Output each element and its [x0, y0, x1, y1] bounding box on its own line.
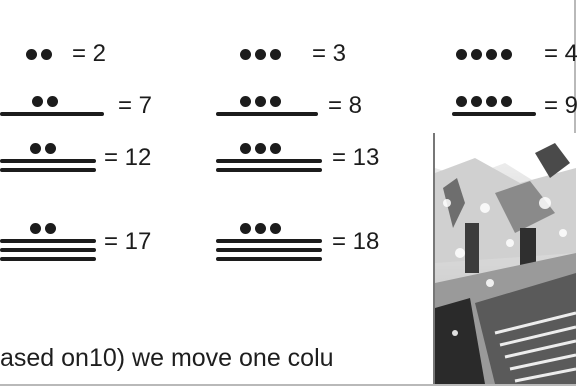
numeral-dots: [456, 96, 538, 107]
numeral-value: = 17: [104, 228, 151, 256]
numeral-glyph: [0, 96, 112, 116]
numeral-7: = 7: [0, 92, 152, 120]
numeral-value: = 8: [328, 92, 362, 120]
numeral-glyph: [0, 143, 98, 172]
numeral-value: = 7: [118, 92, 152, 120]
numeral-value: = 13: [332, 144, 379, 172]
numeral-4: = 4: [456, 40, 577, 68]
numeral-glyph: [238, 49, 306, 60]
numeral-bar: [216, 168, 322, 172]
numeral-bar: [216, 248, 322, 252]
numeral-value: = 3: [312, 40, 346, 68]
numeral-bar: [216, 257, 322, 261]
numeral-glyph: [216, 143, 326, 172]
numeral-3: = 3: [238, 40, 346, 68]
numeral-glyph: [456, 49, 538, 60]
numeral-dots: [240, 143, 326, 154]
numeral-dots: [240, 96, 322, 107]
numeral-dots: [30, 143, 98, 154]
numeral-value: = 12: [104, 144, 151, 172]
body-text: ased on10) we move one colu: [0, 344, 334, 373]
mayan-ruins-photo: [433, 133, 576, 384]
numeral-value: = 18: [332, 228, 379, 256]
numeral-glyph: [22, 49, 66, 60]
numeral-dots: [240, 223, 326, 234]
numeral-glyph: [0, 223, 98, 261]
numeral-bar: [0, 112, 104, 116]
numeral-13: = 13: [216, 143, 379, 172]
numeral-bar: [452, 112, 536, 116]
numeral-bar: [216, 112, 318, 116]
numeral-18: = 18: [216, 223, 379, 261]
numeral-value: = 2: [72, 40, 106, 68]
numeral-bar: [0, 239, 96, 243]
numeral-bar: [0, 168, 96, 172]
numeral-bar: [0, 257, 96, 261]
numeral-bar: [216, 239, 322, 243]
numeral-bar: [216, 159, 322, 163]
photo-image: [435, 133, 576, 384]
numeral-dots: [32, 96, 112, 107]
numeral-dots: [22, 49, 66, 60]
numeral-glyph: [216, 96, 322, 116]
numeral-17: = 17: [0, 223, 151, 261]
numeral-dots: [30, 223, 98, 234]
numeral-bar: [0, 159, 96, 163]
numeral-glyph: [216, 223, 326, 261]
numeral-bar: [0, 248, 96, 252]
numeral-8: = 8: [216, 92, 362, 120]
numeral-dots: [456, 49, 538, 60]
numeral-9: = 9: [452, 92, 577, 120]
numeral-dots: [238, 49, 306, 60]
numeral-12: = 12: [0, 143, 151, 172]
numeral-2: = 2: [22, 40, 106, 68]
numeral-glyph: [452, 96, 538, 116]
numeral-value: = 9: [544, 92, 577, 120]
numeral-value: = 4: [544, 40, 577, 68]
